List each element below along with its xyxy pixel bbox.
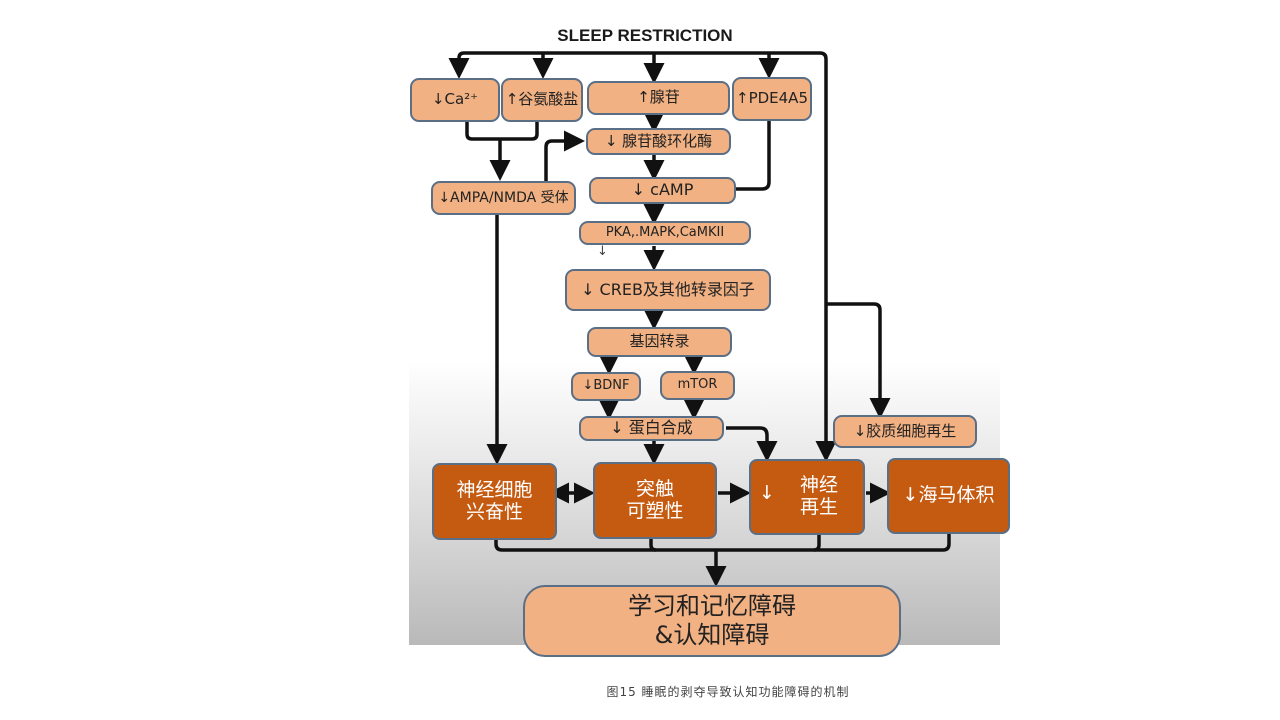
node-outcome-line1: 学习和记忆障碍: [628, 592, 796, 621]
node-excitability-line2: 兴奋性: [465, 500, 523, 523]
node-adenylyl-cyclase-label: ↓ 腺苷酸环化酶: [604, 131, 713, 150]
node-cognitive-impairment: 学习和记忆障碍 &认知障碍: [523, 585, 901, 657]
node-adenosine-label: ↑腺苷: [637, 88, 680, 107]
arrow-pde-to-camp: [736, 121, 771, 191]
diagram-title: SLEEP RESTRICTION: [557, 26, 733, 45]
arrow-bottom-mid: [649, 538, 657, 552]
node-glutamate: ↑谷氨酸盐: [501, 78, 583, 122]
node-hippocampal-volume: ↓海马体积: [887, 458, 1010, 534]
node-plasticity-line2: 可塑性: [626, 499, 684, 522]
node-adenosine: ↑腺苷: [587, 81, 730, 115]
arrow-ampa-to-ac: [544, 130, 585, 181]
node-ampa-nmda-label: ↓AMPA/NMDA 受体: [438, 189, 569, 206]
arrow-bottom-neuro: [813, 534, 821, 552]
arrow-top-bus: [457, 51, 837, 462]
node-outcome-line2: &认知障碍: [654, 621, 770, 649]
node-neuronal-excitability: 神经细胞 兴奋性: [432, 463, 557, 540]
node-bdnf: ↓BDNF: [571, 372, 641, 401]
figure-caption: 图15 睡眠的剥夺导致认知功能障碍的机制: [606, 685, 850, 699]
node-camp: ↓ cAMP: [589, 177, 736, 204]
node-creb: ↓ CREB及其他转录因子: [565, 269, 771, 311]
node-glia-regeneration-label: ↓胶质细胞再生: [853, 421, 957, 440]
node-calcium-label: ↓Ca²⁺: [431, 90, 479, 109]
node-neurogenesis-line2: 再生: [799, 496, 838, 518]
node-glutamate-label: ↑谷氨酸盐: [505, 90, 579, 109]
node-gene-transcription-label: 基因转录: [629, 332, 690, 351]
node-mtor-label: mTOR: [677, 377, 718, 393]
node-protein-synthesis-label: ↓ 蛋白合成: [610, 418, 693, 438]
node-protein-synthesis: ↓ 蛋白合成: [579, 416, 724, 441]
node-ampa-nmda: ↓AMPA/NMDA 受体: [431, 181, 576, 215]
node-plasticity-line1: 突触: [635, 477, 674, 500]
node-hippocampus-label: ↓海马体积: [902, 484, 995, 507]
arrow-to-glia: [826, 302, 891, 419]
node-creb-label: ↓ CREB及其他转录因子: [581, 279, 755, 299]
node-neurogenesis-line1: 神经: [799, 474, 838, 497]
arrow-protein-to-neurogenesis: [726, 426, 778, 462]
node-excitability-line1: 神经细胞: [456, 478, 533, 501]
node-pde4a5-label: ↑PDE4A5: [736, 89, 808, 108]
node-neurogenesis-arrow: ↓: [759, 482, 775, 504]
node-pde4a5: ↑PDE4A5: [732, 77, 812, 121]
node-bdnf-label: ↓BDNF: [582, 378, 630, 394]
node-adenylyl-cyclase: ↓ 腺苷酸环化酶: [586, 128, 731, 155]
node-neurogenesis-text: 神经 再生: [799, 474, 838, 519]
node-neurogenesis: ↓ 神经 再生: [749, 459, 865, 535]
node-glia-regeneration: ↓胶质细胞再生: [833, 415, 977, 448]
node-gene-transcription: 基因转录: [587, 327, 732, 357]
arrow-bottom-bus: [494, 534, 951, 552]
node-synaptic-plasticity: 突触 可塑性: [593, 462, 717, 539]
node-calcium: ↓Ca²⁺: [410, 78, 500, 122]
node-camp-label: ↓ cAMP: [631, 180, 694, 200]
kinases-down-arrow: ↓: [597, 244, 608, 259]
node-kinases: PKA,.MAPK,CaMKII: [579, 221, 751, 245]
node-kinases-label: PKA,.MAPK,CaMKII: [605, 224, 725, 240]
arrow-ca-glu-merge: [465, 122, 539, 141]
node-mtor: mTOR: [660, 371, 735, 400]
